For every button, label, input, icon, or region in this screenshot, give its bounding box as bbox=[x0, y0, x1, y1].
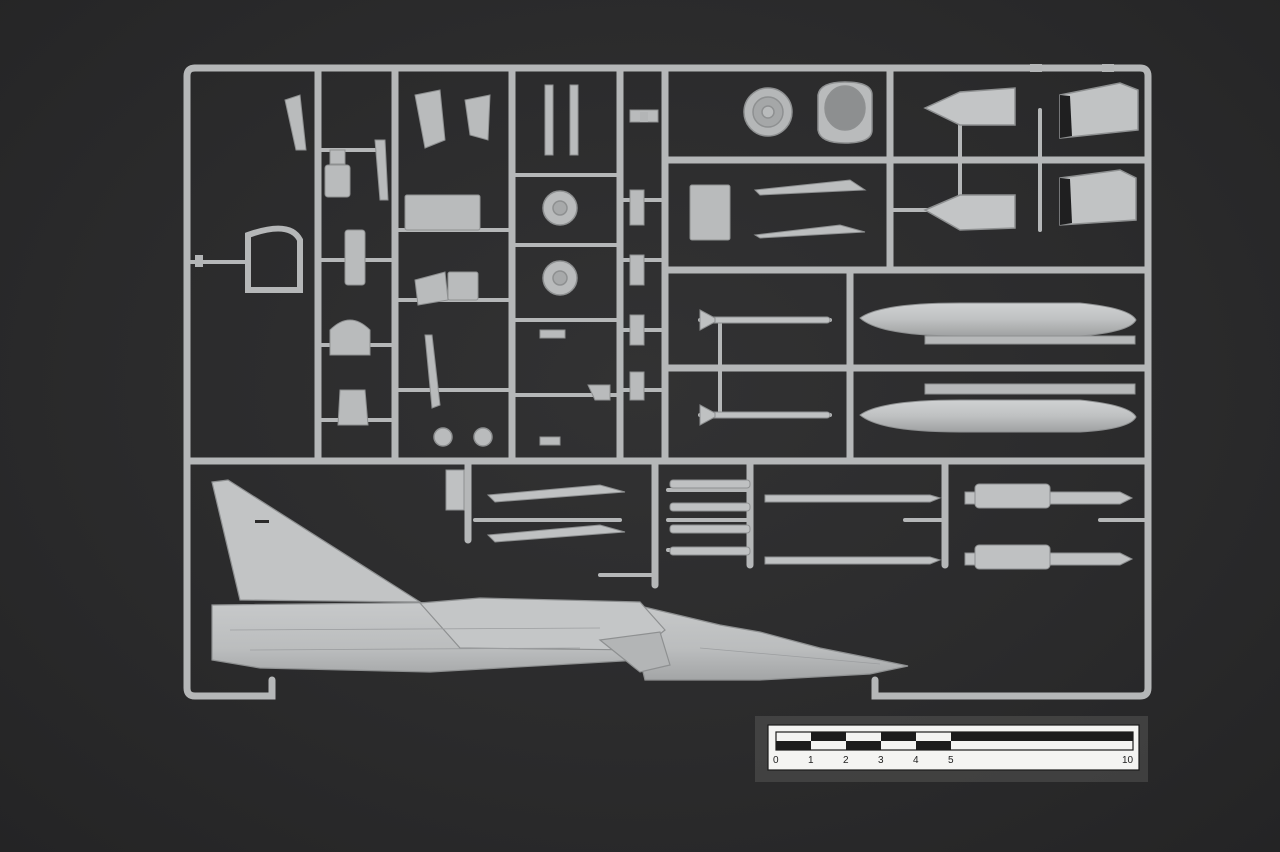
scale-bar: 0 1 2 3 4 5 10 bbox=[755, 716, 1148, 782]
gate-tabs bbox=[195, 64, 1114, 267]
small-parts bbox=[245, 84, 731, 446]
wheels bbox=[433, 190, 578, 447]
tail-marking bbox=[255, 520, 269, 523]
engine-parts bbox=[743, 81, 1139, 231]
sprue-runners bbox=[183, 64, 1152, 700]
drop-tanks bbox=[859, 302, 1137, 433]
missiles-upper bbox=[699, 309, 831, 426]
scale-label-4: 4 bbox=[913, 755, 919, 766]
fuselage-details bbox=[229, 627, 881, 665]
scale-label-0: 0 bbox=[773, 755, 779, 766]
scale-label-10: 10 bbox=[1122, 755, 1134, 766]
missiles-lower bbox=[445, 469, 1134, 570]
scale-label-2: 2 bbox=[843, 755, 849, 766]
nozzle-interiors bbox=[1060, 95, 1072, 225]
scale-ruler bbox=[775, 731, 1134, 751]
fuselage-half bbox=[211, 479, 909, 681]
pylons bbox=[753, 179, 867, 239]
scale-label-5: 5 bbox=[948, 755, 954, 766]
scale-label-3: 3 bbox=[878, 755, 884, 766]
scale-label-1: 1 bbox=[808, 755, 814, 766]
